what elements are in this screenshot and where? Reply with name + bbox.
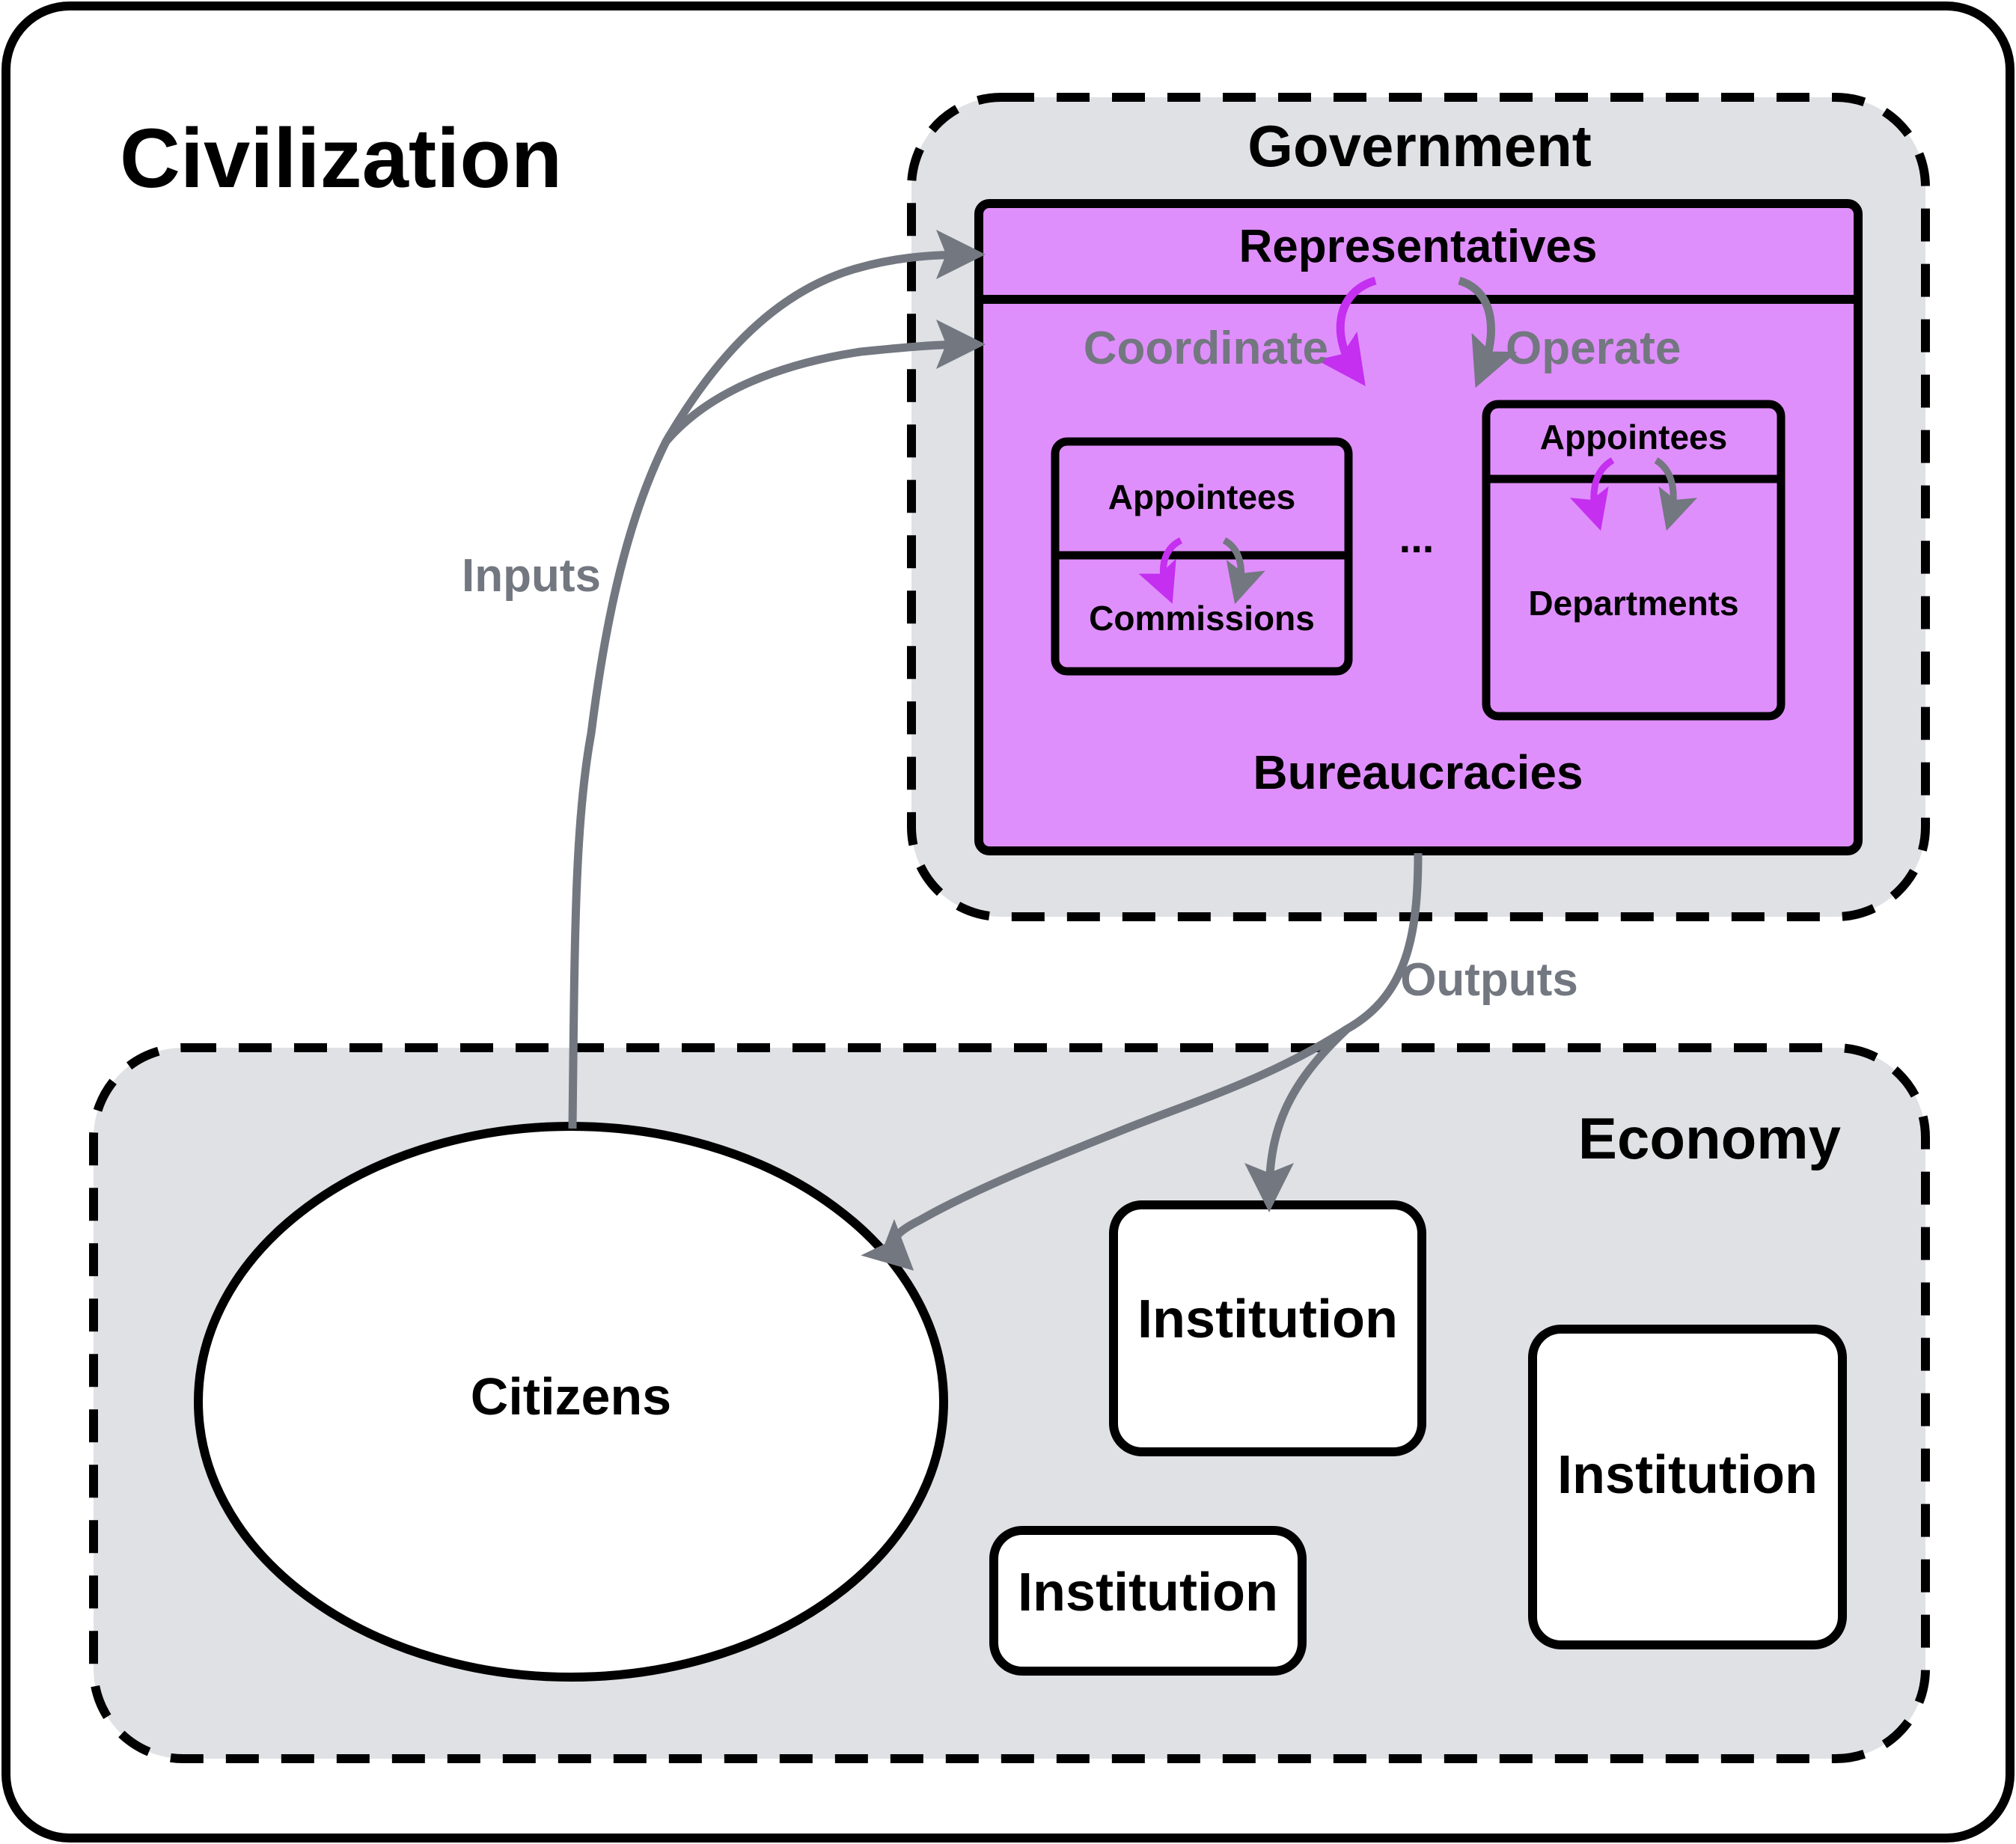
commission-operate-arrow xyxy=(1222,537,1265,605)
commission-coordinate-arrow xyxy=(1138,537,1183,604)
operate-label: Operate xyxy=(1506,323,1681,374)
bureaucracies-ellipsis: ... xyxy=(1399,514,1435,561)
coordinate-label: Coordinate xyxy=(1084,323,1328,374)
economy-title: Economy xyxy=(1578,1105,1841,1171)
coordinate-arrow xyxy=(1316,276,1377,386)
bureaucracies-label: Bureaucracies xyxy=(1253,745,1583,799)
department-appointees-label: Appointees xyxy=(1540,418,1727,457)
outputs-label: Outputs xyxy=(1400,954,1578,1006)
commission-appointees-label: Appointees xyxy=(1108,477,1295,516)
government-title: Government xyxy=(1247,113,1591,179)
outputs-arrow-to-institution xyxy=(1244,1025,1350,1212)
institution-label-1: Institution xyxy=(1137,1289,1398,1349)
commission-unit: Appointees Commissions xyxy=(1051,437,1353,676)
institution-label-2: Institution xyxy=(1018,1563,1278,1622)
institution-box-3 xyxy=(1528,1325,1847,1649)
civilization-title: Civilization xyxy=(120,112,562,205)
department-operate-arrow xyxy=(1654,457,1698,531)
operate-arrow xyxy=(1458,276,1518,388)
outputs-arrow-to-citizens xyxy=(861,852,1423,1271)
inputs-arrow-to-government xyxy=(662,320,986,445)
inputs-arrow-to-representatives xyxy=(568,230,986,1129)
departments-label: Departments xyxy=(1528,584,1738,623)
institution-label-3: Institution xyxy=(1557,1445,1818,1505)
commissions-label: Commissions xyxy=(1089,599,1315,638)
representatives-label: Representatives xyxy=(1238,221,1597,272)
department-coordinate-arrow xyxy=(1569,457,1615,531)
department-unit: Appointees Departments xyxy=(1482,400,1786,721)
inputs-label: Inputs xyxy=(462,550,601,602)
institution-box-2 xyxy=(989,1526,1307,1676)
citizens-label: Citizens xyxy=(471,1367,671,1426)
